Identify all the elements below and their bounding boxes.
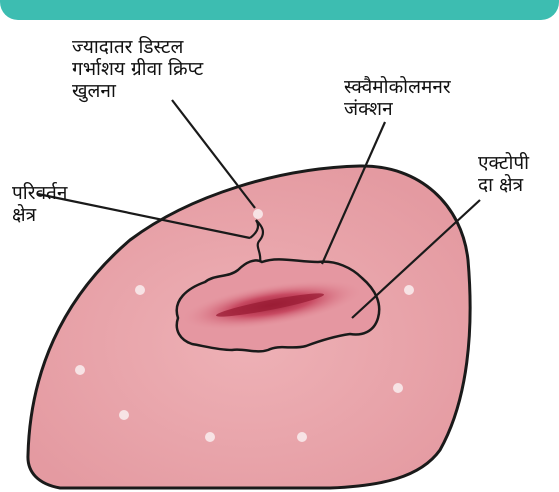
crypt-dot — [297, 432, 307, 442]
crypt-dot — [393, 383, 403, 393]
crypt-dot — [404, 285, 414, 295]
crypt-dot — [253, 209, 263, 219]
label-ectopy-area: एक्टोपी दा क्षेत्र — [478, 152, 529, 196]
crypt-dot — [205, 432, 215, 442]
label-squamocolumnar-junction: स्क्वैमोकोलमनर जंक्शन — [344, 76, 451, 120]
leader-line-distal-crypt — [172, 100, 255, 208]
label-transformation-zone: परिवर्तन क्षेत्र — [12, 182, 67, 226]
crypt-dot — [75, 365, 85, 375]
crypt-dot — [135, 285, 145, 295]
label-distal-crypt-opening: ज्यादातर डिस्टल गर्भाशय ग्रीवा क्रिप्ट ख… — [72, 36, 203, 102]
crypt-dot — [119, 410, 129, 420]
